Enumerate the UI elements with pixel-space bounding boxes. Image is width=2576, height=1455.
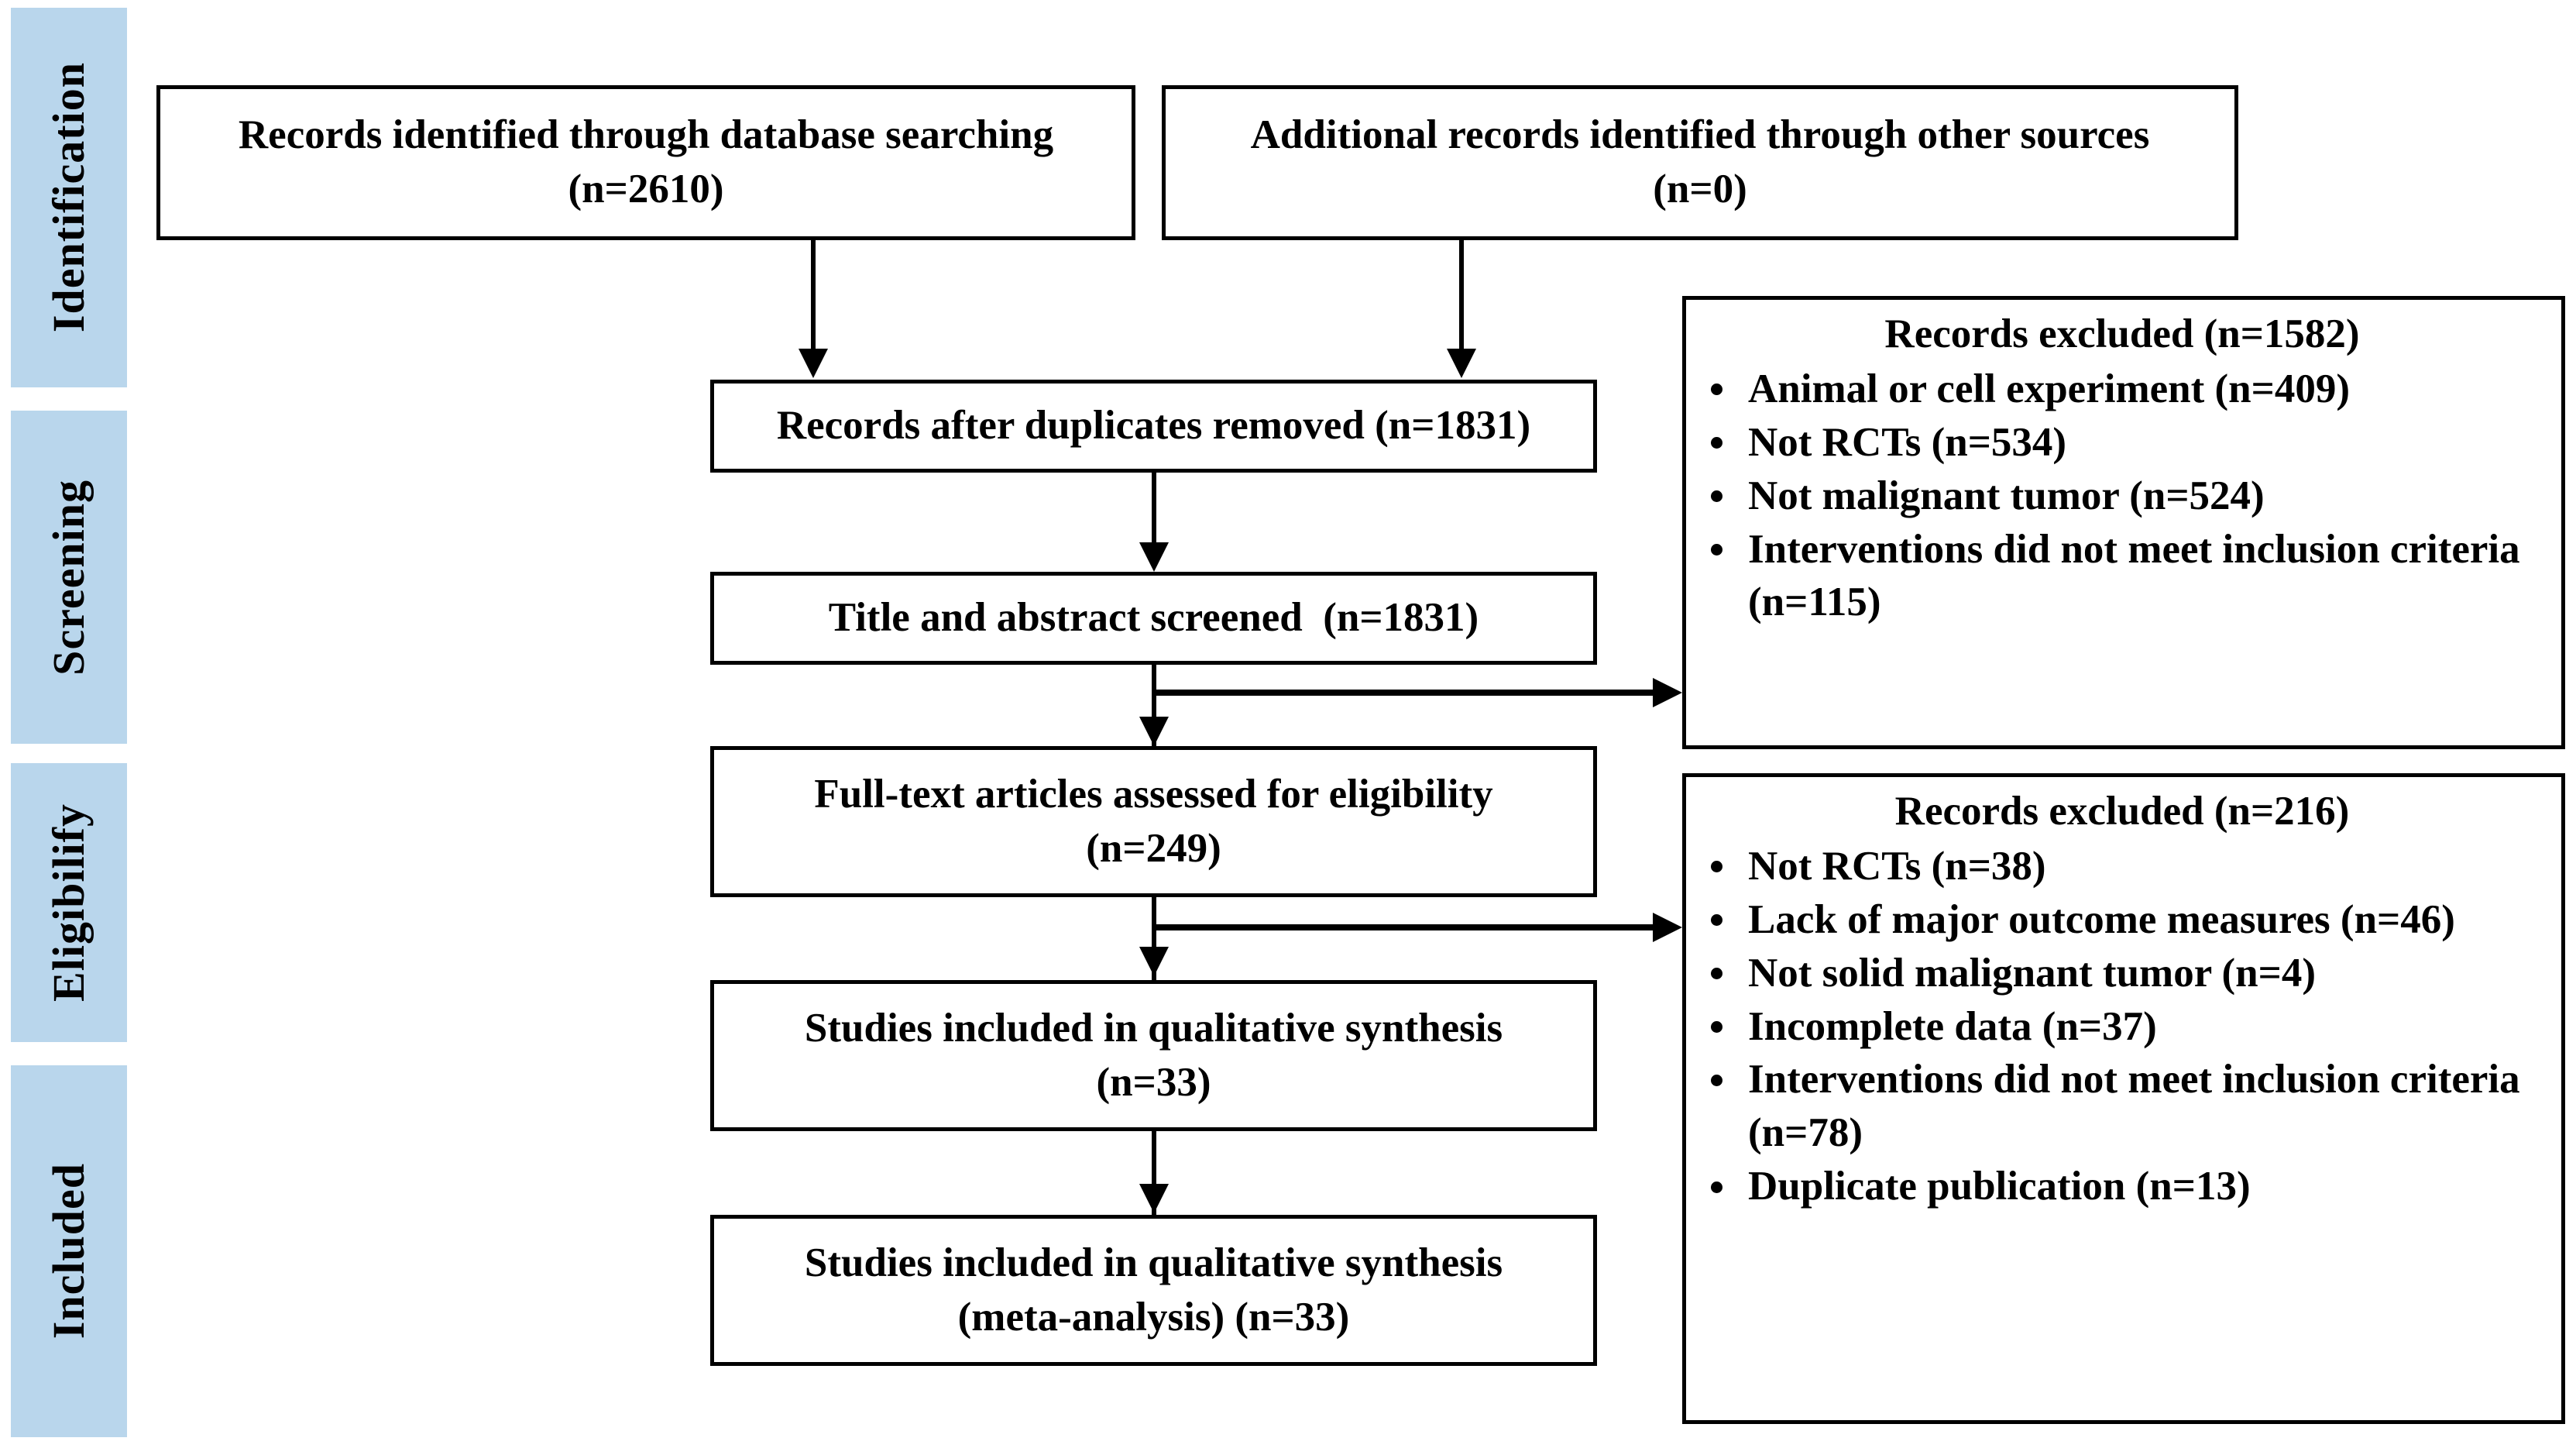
box-fulltext-assessed-line1: Full-text articles assessed for eligibil… — [814, 771, 1493, 817]
exclusion-reason-text: Duplicate publication (n=13) — [1748, 1164, 2251, 1209]
connector-qualitative-to-meta — [1152, 1131, 1156, 1216]
stage-band-screening: Screening — [11, 411, 127, 744]
box-qualitative-synthesis-line1: Studies included in qualitative synthesi… — [804, 1005, 1503, 1051]
box-qualitative-synthesis-count: (n=33) — [1096, 1059, 1211, 1105]
box-title-abstract-screened: Title and abstract screened (n=1831) — [710, 572, 1597, 665]
box-meta-analysis-count: (meta-analysis) (n=33) — [957, 1294, 1350, 1340]
bullet-icon — [1711, 544, 1722, 556]
bullet-icon — [1711, 437, 1722, 449]
arrowhead-other-to-duplicates — [1447, 349, 1476, 378]
list-item: Duplicate publication (n=13) — [1700, 1160, 2544, 1213]
bullet-icon — [1711, 384, 1722, 396]
exclusion-reason-text: Interventions did not meet inclusion cri… — [1748, 1057, 2520, 1156]
stage-band-included: Included — [11, 1065, 127, 1437]
connector-screened-to-fulltext — [1152, 665, 1156, 746]
exclusion-eligibility-title: Records excluded (n=216) — [1894, 789, 2350, 834]
exclusion-reason-text: Not RCTs (n=534) — [1748, 419, 2067, 465]
box-other-sources-count: (n=0) — [1653, 167, 1747, 212]
exclusion-screening-title: Records excluded (n=1582) — [1884, 311, 2360, 356]
arrowhead-qualitative-to-meta — [1139, 1184, 1169, 1213]
exclusion-reason-text: Interventions did not meet inclusion cri… — [1748, 526, 2520, 625]
box-duplicates-removed-line1: Records after duplicates removed (n=1831… — [776, 403, 1531, 449]
box-meta-analysis-line1: Studies included in qualitative synthesi… — [804, 1240, 1503, 1285]
connector-duplicates-to-screened — [1152, 473, 1156, 550]
exclusion-reason-text: Incomplete data (n=37) — [1748, 1003, 2157, 1049]
arrowhead-duplicates-to-screened — [1139, 542, 1169, 572]
box-fulltext-assessed: Full-text articles assessed for eligibil… — [710, 746, 1597, 897]
bullet-icon — [1711, 914, 1722, 927]
bullet-icon — [1711, 861, 1722, 873]
list-item: Incomplete data (n=37) — [1700, 1000, 2544, 1054]
list-item: Interventions did not meet inclusion cri… — [1700, 1053, 2544, 1160]
box-title-abstract-screened-line1: Title and abstract screened (n=1831) — [828, 595, 1479, 641]
exclusion-reason-text: Animal or cell experiment (n=409) — [1748, 366, 2350, 411]
stage-label-screening: Screening — [43, 479, 94, 676]
box-meta-analysis: Studies included in qualitative synthesi… — [710, 1215, 1597, 1366]
box-duplicates-removed: Records after duplicates removed (n=1831… — [710, 380, 1597, 473]
box-other-sources: Additional records identified through ot… — [1162, 85, 2238, 240]
exclusion-screening-list: Animal or cell experiment (n=409) Not RC… — [1700, 363, 2544, 629]
connector-database-to-duplicates — [811, 240, 816, 353]
stage-band-eligibility: Eligibilify — [11, 763, 127, 1042]
bullet-icon — [1711, 1181, 1722, 1193]
arrowhead-screened-to-fulltext — [1139, 717, 1169, 746]
box-fulltext-assessed-count: (n=249) — [1086, 825, 1221, 871]
box-database-search-line1: Records identified through database sear… — [238, 112, 1054, 158]
arrowhead-fulltext-to-qualitative — [1139, 947, 1169, 976]
exclusion-reason-text: Not malignant tumor (n=524) — [1748, 473, 2265, 518]
connector-fulltext-to-qualitative — [1152, 897, 1156, 982]
connector-screened-to-exclusion — [1152, 690, 1655, 696]
exclusion-reason-text: Not RCTs (n=38) — [1748, 843, 2046, 889]
stage-label-eligibility: Eligibilify — [43, 803, 94, 1002]
box-database-search: Records identified through database sear… — [156, 85, 1135, 240]
stage-label-identification: Identification — [43, 62, 94, 333]
list-item: Animal or cell experiment (n=409) — [1700, 363, 2544, 416]
exclusion-reason-text: Not solid malignant tumor (n=4) — [1748, 950, 2316, 996]
stage-band-identification: Identification — [11, 8, 127, 387]
exclusion-eligibility-list: Not RCTs (n=38) Lack of major outcome me… — [1700, 840, 2544, 1213]
arrowhead-screened-to-exclusion — [1653, 678, 1682, 707]
exclusion-box-screening: Records excluded (n=1582) Animal or cell… — [1682, 296, 2565, 749]
box-qualitative-synthesis: Studies included in qualitative synthesi… — [710, 980, 1597, 1131]
stage-label-included: Included — [43, 1163, 94, 1340]
list-item: Not malignant tumor (n=524) — [1700, 470, 2544, 523]
list-item: Not solid malignant tumor (n=4) — [1700, 947, 2544, 1000]
bullet-icon — [1711, 968, 1722, 980]
bullet-icon — [1711, 1075, 1722, 1086]
list-item: Lack of major outcome measures (n=46) — [1700, 893, 2544, 947]
exclusion-box-eligibility: Records excluded (n=216) Not RCTs (n=38)… — [1682, 773, 2565, 1424]
arrowhead-database-to-duplicates — [799, 349, 828, 378]
arrowhead-fulltext-to-exclusion — [1653, 913, 1682, 942]
list-item: Not RCTs (n=38) — [1700, 840, 2544, 893]
connector-fulltext-to-exclusion — [1152, 924, 1655, 930]
list-item: Interventions did not meet inclusion cri… — [1700, 523, 2544, 630]
box-other-sources-line1: Additional records identified through ot… — [1250, 112, 2150, 158]
bullet-icon — [1711, 490, 1722, 503]
exclusion-reason-text: Lack of major outcome measures (n=46) — [1748, 896, 2455, 942]
list-item: Not RCTs (n=534) — [1700, 416, 2544, 470]
bullet-icon — [1711, 1021, 1722, 1034]
connector-other-to-duplicates — [1459, 240, 1464, 353]
box-database-search-count: (n=2610) — [568, 167, 724, 212]
